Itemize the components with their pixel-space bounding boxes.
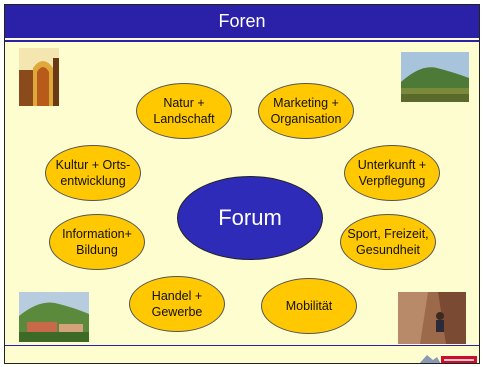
slide: Foren [4,4,480,364]
forum-sport-freizeit-gesundheit: Sport, Freizeit, Gesundheit [340,214,436,270]
forum-marketing-organisation: Marketing + Organisation [258,83,354,139]
forum-label: Kultur + Orts- entwicklung [55,158,131,188]
company-logo [419,351,477,363]
title-divider [5,40,479,42]
footer-divider [5,345,479,346]
forum-natur-landschaft: Natur + Landschaft [136,83,232,139]
center-label: Forum [218,205,282,230]
forum-label: Sport, Freizeit, Gesundheit [347,227,429,257]
hill-landscape-photo [401,52,469,102]
forum-unterkunft-verpflegung: Unterkunft + Verpflegung [344,145,440,201]
church-window-photo [19,48,59,106]
forum-label: Handel + Gewerbe [151,289,203,319]
forum-mobilitaet: Mobilität [261,278,357,334]
forum-label: Natur + Landschaft [153,96,215,126]
forum-center: Forum [177,176,323,260]
forum-label: Marketing + Organisation [270,96,342,126]
forum-label: Information+ Bildung [62,227,132,257]
forum-label: Mobilität [285,299,333,313]
forum-handel-gewerbe: Handel + Gewerbe [129,276,225,332]
forum-kultur-ortsentwicklung: Kultur + Orts- entwicklung [45,145,141,201]
slide-title: Foren [5,5,479,38]
village-hill-photo [19,292,89,342]
forum-label: Unterkunft + Verpflegung [357,158,427,188]
rock-climber-photo [398,292,466,344]
forum-information-bildung: Information+ Bildung [49,214,145,270]
